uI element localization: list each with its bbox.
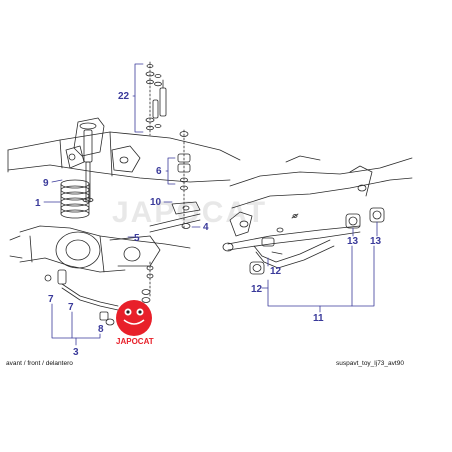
shock-absorber-parts-22 (145, 61, 167, 136)
callout-13b: 13 (370, 236, 382, 247)
chassis-frame-right (229, 155, 413, 237)
caption-right: suspavt_toy_lj73_avt90 (336, 360, 404, 367)
callout-12a: 12 (270, 266, 282, 277)
callout-13a: 13 (347, 236, 359, 247)
callout-3: 3 (73, 347, 79, 358)
chassis-frame-left (7, 131, 241, 183)
logo-text: JAPOCAT (116, 337, 154, 346)
callout-10: 10 (150, 197, 162, 208)
leader-9 (51, 179, 63, 183)
callout-7b: 7 (68, 302, 74, 313)
callout-4: 4 (203, 222, 209, 233)
shock-absorber-assembly (65, 117, 141, 203)
callout-bracket-22 (134, 63, 144, 133)
stabilizer-link-parts (149, 129, 201, 233)
callout-11: 11 (313, 313, 324, 324)
callout-12b: 12 (251, 284, 263, 295)
callout-bracket-3 (51, 303, 101, 339)
japocat-frog-logo: JAPOCAT (116, 300, 154, 346)
callout-1: 1 (35, 198, 41, 209)
callout-7a: 7 (48, 294, 54, 305)
caption-left: avant / front / delantero (6, 360, 73, 367)
callout-22: 22 (118, 91, 130, 102)
coil-spring (60, 179, 90, 219)
lower-control-arm (222, 207, 385, 275)
stabilizer-bar (44, 261, 154, 326)
callout-8: 8 (98, 324, 104, 335)
callout-9: 9 (43, 178, 49, 189)
callout-6: 6 (156, 166, 162, 177)
front-axle-housing (9, 225, 191, 273)
callout-bracket-11 (267, 245, 375, 307)
callout-5: 5 (134, 233, 140, 244)
